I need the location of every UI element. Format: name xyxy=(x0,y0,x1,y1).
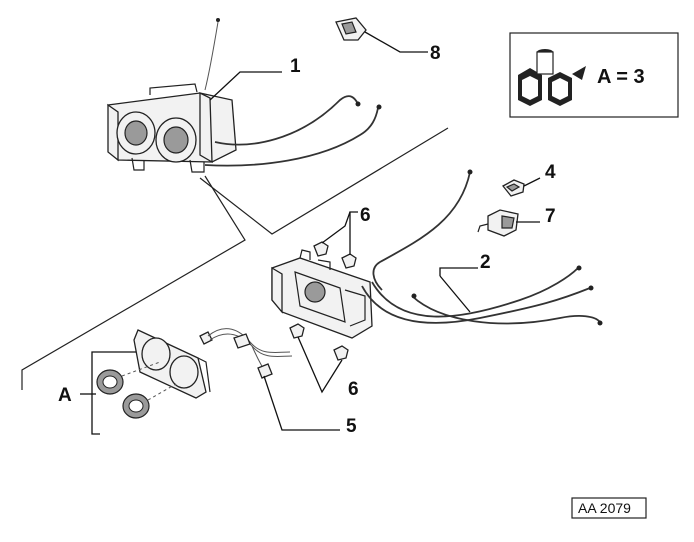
callout-a-letter: A xyxy=(58,385,72,406)
callout-1-number: 1 xyxy=(290,56,301,77)
explosion-guide-lines xyxy=(21,127,449,390)
callout-6-upper-number: 6 xyxy=(360,205,371,226)
part-2-control-cables: 2 xyxy=(361,169,603,326)
part-6-clips-upper: 6 xyxy=(313,205,371,269)
control-housing xyxy=(271,249,373,339)
part-8-connector: 8 xyxy=(335,17,441,64)
part-1-control-assembly xyxy=(107,18,382,173)
callout-1: 1 xyxy=(209,56,301,101)
knob-upper xyxy=(96,369,124,395)
kit-a-panel-and-knobs: A xyxy=(58,329,211,435)
callout-7-number: 7 xyxy=(545,206,556,227)
callout-5-number: 5 xyxy=(346,416,357,437)
part-5-wiring-harness: 5 xyxy=(199,328,357,437)
part-6-clips-lower: 6 xyxy=(289,323,359,400)
callout-6-lower-number: 6 xyxy=(348,379,359,400)
knob-lower xyxy=(122,393,150,419)
callout-8-number: 8 xyxy=(430,43,441,64)
part-7-switch: 7 xyxy=(477,206,556,237)
kit-quantity-box: A = 3 xyxy=(509,32,679,118)
drawing-code-label: AA 2079 xyxy=(578,500,631,516)
kit-package-icon xyxy=(518,49,586,106)
callout-2-number: 2 xyxy=(480,252,491,273)
callout-4-number: 4 xyxy=(545,162,556,183)
drawing-code-box: AA 2079 xyxy=(571,497,647,519)
part-4-clip: 4 xyxy=(502,162,556,197)
kit-quantity-label: A = 3 xyxy=(597,66,645,88)
